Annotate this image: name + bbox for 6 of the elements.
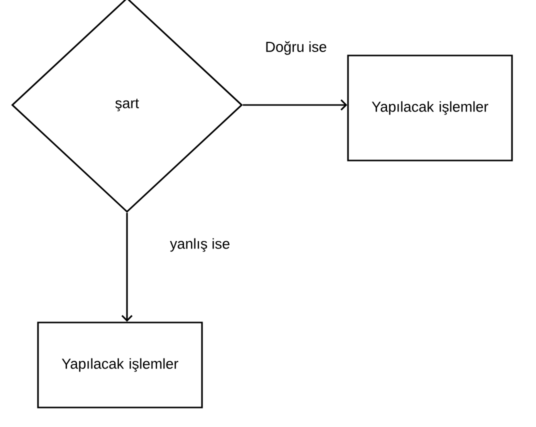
process-box: Yapılacak işlemler — [37, 322, 203, 408]
process-box: Yapılacak işlemler — [347, 54, 513, 162]
arrow — [242, 99, 348, 111]
edge-label: yanlış ise — [168, 237, 232, 253]
edge-label: Doğru ise — [264, 40, 328, 56]
arrow — [121, 212, 133, 322]
